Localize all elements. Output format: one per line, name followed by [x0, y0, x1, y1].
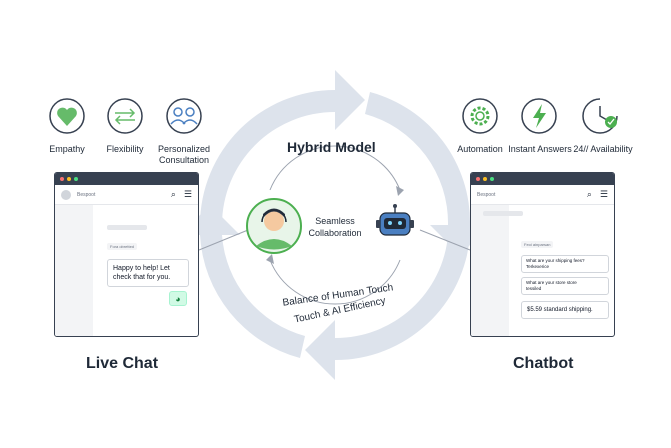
search-icon[interactable]: ⌕ — [170, 189, 176, 199]
feature-availability: 24// Availability — [570, 138, 636, 155]
maximize-dot[interactable] — [490, 177, 494, 181]
inner-cycle — [269, 145, 401, 305]
cycle-arrow-bottom — [305, 235, 470, 380]
connector-left — [198, 229, 249, 251]
heart-icon — [49, 98, 85, 134]
menu-icon[interactable]: ☰ — [599, 189, 608, 199]
agent-message-bubble: Happy to help! Let check that for you. — [107, 259, 189, 287]
inner-arrowhead-right — [396, 186, 404, 196]
small-tag: Fora obretted — [107, 243, 138, 250]
connector-right — [419, 229, 471, 251]
feature-flexibility: Flexibility — [98, 138, 152, 155]
window-title: Bespoot — [77, 191, 96, 198]
live-chat-title: Live Chat — [86, 355, 159, 372]
menu-icon[interactable]: ☰ — [183, 189, 192, 199]
window-titlebar — [55, 173, 198, 185]
maximize-dot[interactable] — [74, 177, 78, 181]
cycle-arrow-right — [365, 92, 490, 255]
inner-arc-top — [269, 145, 401, 191]
feature-label: 24// Availability — [573, 144, 633, 154]
feature-label: Automation — [457, 144, 503, 154]
lightning-icon — [521, 98, 557, 134]
arrows-icon — [107, 98, 143, 134]
gear-icon — [462, 98, 498, 134]
window-titlebar — [471, 173, 614, 185]
feature-label: Empathy — [49, 144, 85, 154]
chatbot-window: Bespoot ⌕ ☰ Feoi ainparsan What are your… — [470, 172, 615, 337]
human-agent-avatar — [246, 198, 302, 254]
chart-reply-icon: ◕ — [169, 291, 187, 306]
small-tag: Feoi ainparsan — [521, 241, 554, 248]
feature-label: Flexibility — [106, 144, 144, 154]
feature-empathy: Empathy — [40, 138, 94, 155]
feature-instant-answers: Instant Answers — [508, 138, 572, 155]
minimize-dot[interactable] — [483, 177, 487, 181]
close-dot[interactable] — [476, 177, 480, 181]
live-chat-window: Bespoot ⌕ ☰ Fora obretted Happy to help!… — [54, 172, 199, 337]
cycle-arrow-left — [180, 205, 305, 358]
window-sidebar — [471, 205, 509, 336]
bot-answer-bubble: $5.59 standard shipping. — [521, 301, 609, 319]
window-sidebar — [55, 205, 93, 336]
feature-label: Instant Answers — [508, 144, 572, 154]
feature-label: Personalized Consultation — [157, 144, 211, 165]
seamless-collaboration-label: Seamless Collaboration — [308, 216, 362, 238]
window-title: Bespoot — [477, 191, 496, 198]
feature-personalized: Personalized Consultation — [154, 138, 214, 166]
people-icon — [166, 98, 202, 134]
inner-arrowhead-left — [266, 254, 274, 264]
cycle-arrows — [180, 70, 490, 380]
minimize-dot[interactable] — [67, 177, 71, 181]
user-question-2: What are your store store tessiled — [521, 277, 609, 295]
placeholder-line — [483, 211, 523, 216]
inner-arc-bottom — [269, 259, 401, 305]
feature-automation: Automation — [453, 138, 507, 155]
close-dot[interactable] — [60, 177, 64, 181]
app-logo — [61, 189, 71, 200]
window-header: Bespoot ⌕ ☰ — [471, 185, 614, 205]
clock-check-icon — [582, 98, 618, 134]
placeholder-line — [107, 225, 147, 230]
chatbot-title: Chatbot — [513, 355, 574, 372]
cycle-arrow-top — [200, 70, 365, 225]
window-header: Bespoot ⌕ ☰ — [55, 185, 198, 205]
hybrid-model-title: Hybrid Model — [287, 139, 376, 155]
search-icon[interactable]: ⌕ — [586, 189, 592, 199]
robot-avatar — [376, 204, 414, 236]
user-question-1: What are your shipping fees? Terkexerice — [521, 255, 609, 273]
